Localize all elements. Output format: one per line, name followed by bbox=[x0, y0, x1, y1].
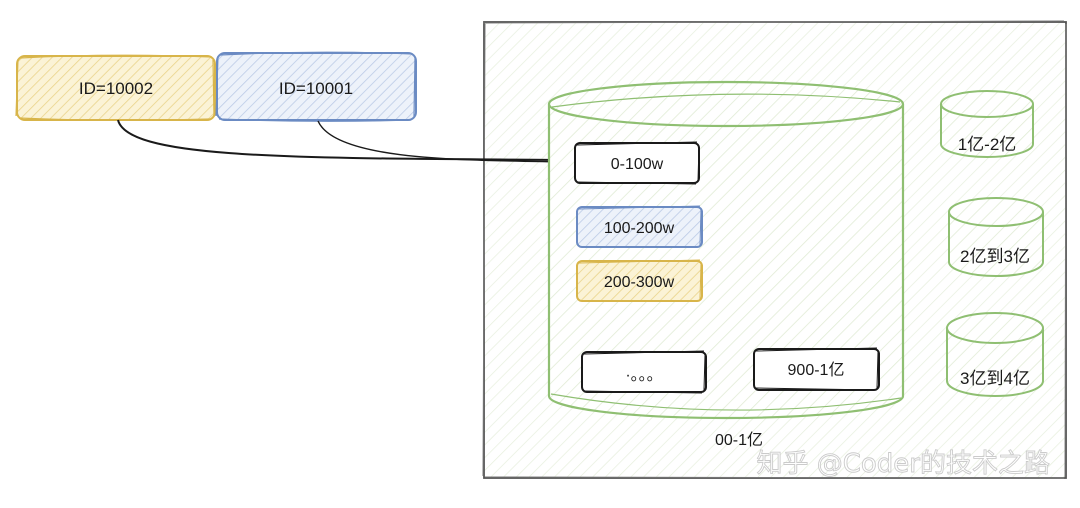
side-database-1-label: 1亿-2亿 bbox=[958, 135, 1017, 154]
range-900-1yi: 900-1亿 bbox=[753, 347, 880, 391]
range-100-200w-label: 100-200w bbox=[604, 220, 675, 237]
id-10002-box: ID=10002 bbox=[15, 54, 216, 121]
range-ellipsis-label: ·。。。 bbox=[625, 367, 662, 384]
routing-arrows bbox=[117, 119, 572, 163]
id-10002-label: ID=10002 bbox=[79, 79, 153, 98]
range-200-300w-label: 200-300w bbox=[604, 274, 675, 291]
side-database-3-label: 3亿到4亿 bbox=[960, 369, 1030, 388]
watermark: 知乎 @Coder的技术之路 bbox=[756, 449, 1050, 479]
id-10001-box: ID=10001 bbox=[215, 51, 417, 122]
main-database-caption: 00-1亿 bbox=[715, 431, 763, 449]
range-200-300w: 200-300w bbox=[576, 259, 703, 302]
range-900-1yi-label: 900-1亿 bbox=[788, 361, 845, 379]
side-database-2: 2亿到3亿 bbox=[948, 197, 1044, 277]
side-database-2-label: 2亿到3亿 bbox=[960, 247, 1030, 266]
range-ellipsis: ·。。。 bbox=[581, 350, 707, 394]
arrow-10001-to-range bbox=[317, 120, 572, 163]
range-0-100w-label: 0-100w bbox=[611, 156, 664, 173]
range-0-100w: 0-100w bbox=[574, 141, 700, 185]
side-database-3: 3亿到4亿 bbox=[946, 312, 1044, 397]
range-100-200w: 100-200w bbox=[576, 205, 703, 248]
id-10001-label: ID=10001 bbox=[279, 79, 353, 98]
side-database-1: 1亿-2亿 bbox=[940, 90, 1034, 158]
